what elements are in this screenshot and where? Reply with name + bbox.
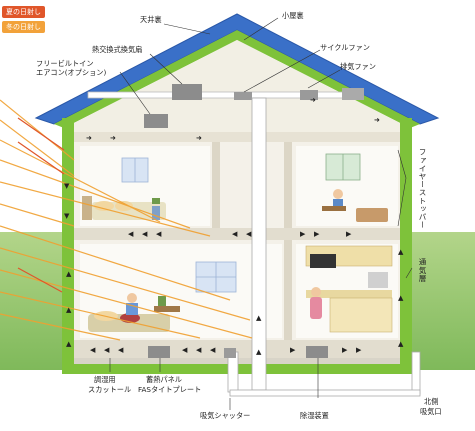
label-north-intake-2: 吸気口 <box>420 407 442 416</box>
legend-summer-sun: 夏の日射し <box>2 6 45 18</box>
svg-text:◀: ◀ <box>232 230 238 238</box>
svg-text:◀: ◀ <box>90 346 96 354</box>
svg-text:▶: ▶ <box>342 346 348 354</box>
label-vent-layer: 通気層 <box>418 258 427 283</box>
label-cycle-fan: サイクルファン <box>320 43 370 52</box>
label-thermal-panel-2: FASタイトプレート <box>138 385 202 394</box>
svg-text:➜: ➜ <box>196 134 202 142</box>
svg-text:▶: ▶ <box>300 230 306 238</box>
svg-text:▲: ▲ <box>66 306 72 314</box>
label-humidity-control-1: 調湿用 <box>94 375 116 384</box>
legend-winter-sun: 冬の日射し <box>2 21 45 33</box>
attic-space <box>64 40 410 132</box>
svg-text:◀: ◀ <box>210 346 216 354</box>
svg-text:▲: ▲ <box>256 348 262 356</box>
label-heat-exchange-fan: 熱交換式換気扇 <box>92 45 143 54</box>
svg-text:▲: ▲ <box>66 340 72 348</box>
svg-text:▶: ▶ <box>314 230 320 238</box>
svg-text:➜: ➜ <box>110 134 116 142</box>
label-loft: 小屋裏 <box>282 11 304 20</box>
svg-text:▶: ▶ <box>356 346 362 354</box>
svg-text:▲: ▲ <box>398 294 404 302</box>
svg-text:▼: ▼ <box>64 182 70 190</box>
svg-text:◀: ◀ <box>118 346 124 354</box>
svg-text:➜: ➜ <box>86 134 92 142</box>
svg-text:◀: ◀ <box>128 230 134 238</box>
svg-text:▶: ▶ <box>346 230 352 238</box>
label-free-built-in-ac-1: フリービルトイン <box>36 59 94 68</box>
svg-text:▶: ▶ <box>290 346 296 354</box>
airflow-arrows: ➜ ➜ ➜ ◀ ◀ ◀ ◀ ◀ ▶ ▶ ▶ ◀ ◀ ◀ ◀ ◀ ◀ ▶ ▶ ▶ ▲ ▲ ▲ ▲ ▲ ▲ ▼ ▼ ▲ ▲… <box>64 96 404 356</box>
svg-text:◀: ◀ <box>196 346 202 354</box>
label-attic-ceiling: 天井裏 <box>140 15 162 24</box>
label-exhaust-fan: 排気ファン <box>340 62 376 71</box>
vertical-duct <box>251 97 267 391</box>
svg-text:➜: ➜ <box>310 96 316 104</box>
svg-text:➜: ➜ <box>374 116 380 124</box>
svg-text:◀: ◀ <box>182 346 188 354</box>
label-intake-shutter: 吸気シャッター <box>200 411 251 420</box>
label-dehumidifier: 除湿装置 <box>300 411 329 420</box>
second-floor-slab <box>74 228 400 240</box>
svg-text:◀: ◀ <box>246 230 252 238</box>
label-thermal-panel-1: 蓄熱パネル <box>146 375 182 384</box>
label-north-intake-1: 北側 <box>424 397 439 406</box>
svg-text:▲: ▲ <box>398 248 404 256</box>
svg-text:▲: ▲ <box>398 340 404 348</box>
svg-text:◀: ◀ <box>142 230 148 238</box>
svg-text:▼: ▼ <box>64 212 70 220</box>
svg-text:◀: ◀ <box>104 346 110 354</box>
label-free-built-in-ac-2: エアコン(オプション) <box>36 68 107 77</box>
wall-right <box>400 118 412 370</box>
label-fire-stopper: ファイヤーストッパー <box>418 148 427 229</box>
svg-text:◀: ◀ <box>156 230 162 238</box>
svg-text:▲: ▲ <box>256 314 262 322</box>
svg-text:▲: ▲ <box>66 270 72 278</box>
label-humidity-control-2: スカットール <box>88 385 132 394</box>
